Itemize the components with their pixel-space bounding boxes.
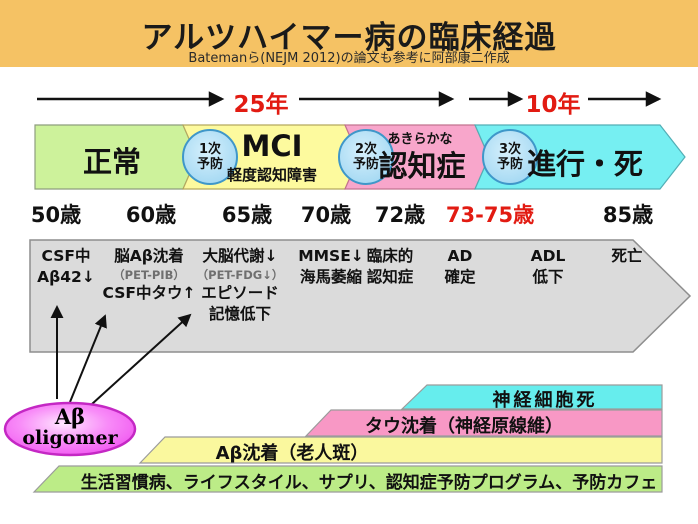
oligomer-arrow-2 <box>69 314 107 403</box>
page-title: アルツハイマー病の臨床経過 <box>141 20 557 56</box>
biomarker-line: 確定 <box>444 268 476 286</box>
biomarker-line: 認知症 <box>366 268 414 286</box>
biomarker-line: CSF中 <box>41 247 91 265</box>
timeline-label-25y: 25年 <box>233 92 289 118</box>
stage-toplabel-dementia: あきらかな <box>387 132 453 147</box>
age-label-85: 85歳 <box>602 203 654 227</box>
bar-abeta-deposition <box>138 436 663 464</box>
stage-label-progression-death: 進行・死 <box>526 147 644 181</box>
biomarker-column-ad-confirmed: AD 確定 <box>444 246 475 288</box>
prevention-label-3-line2: 予防 <box>496 157 524 172</box>
bar-neuronal-death <box>400 384 663 410</box>
biomarker-line: エピソード <box>201 284 279 302</box>
bar-label-lifestyle: 生活習慣病、ライフスタイル、サプリ、認知症予防プログラム、予防カフェ <box>80 473 658 493</box>
timeline-label-10y: 10年 <box>525 92 581 118</box>
biomarker-line: （PET-FDG↓） <box>196 268 284 282</box>
prevention-circle-2 <box>338 129 394 185</box>
age-label-50: 50歳 <box>30 203 82 227</box>
biomarker-column-death: 死亡 <box>611 246 642 267</box>
bar-tau-deposition <box>304 409 663 437</box>
biomarker-column-metabolism: 大脳代謝↓ （PET-FDG↓） エピソード 記憶低下 <box>197 246 284 325</box>
bar-label-abeta-deposition: Aβ沈着（老人斑） <box>215 443 369 464</box>
biomarker-line: 低下 <box>532 268 564 286</box>
biomarker-line: 死亡 <box>611 247 643 265</box>
oligomer-label-line2: oligomer <box>22 427 118 449</box>
stage-label-normal: 正常 <box>82 145 142 179</box>
age-label-73-75: 73-75歳 <box>445 203 535 227</box>
biomarker-arrow-box <box>29 239 692 353</box>
prevention-circle-3 <box>482 129 538 185</box>
biomarker-line: Aβ42↓ <box>37 268 95 286</box>
oligomer-label: Aβ oligomer <box>22 404 118 449</box>
prevention-label-2-line1: 2次 <box>354 142 378 157</box>
biomarker-line: （PET-PIB） <box>113 268 185 282</box>
bar-label-tau-deposition: タウ沈着（神経原線維） <box>365 416 563 437</box>
prevention-label-3-line1: 3次 <box>498 142 522 157</box>
stage-sublabel-mci: 軽度認知障害 <box>226 166 318 184</box>
oligomer-ellipse <box>3 401 137 457</box>
biomarker-column-brain-abeta: 脳Aβ沈着 （PET-PIB） CSF中タウ↑ <box>103 246 196 304</box>
biomarker-line: AD <box>447 247 473 265</box>
biomarker-column-clinical-dementia: 臨床的 認知症 <box>367 246 414 288</box>
stage-label-dementia: 認知症 <box>378 149 466 183</box>
prevention-label-2-line2: 予防 <box>352 157 380 172</box>
age-label-65: 65歳 <box>221 203 273 227</box>
biomarker-column-mmse: MMSE↓ 海馬萎縮 <box>298 246 364 288</box>
bar-label-neuronal-death: 神経細胞死 <box>492 390 598 411</box>
prevention-label-3: 3次 予防 <box>497 142 523 172</box>
prevention-label-1-line2: 予防 <box>196 157 224 172</box>
biomarker-line: CSF中タウ↑ <box>102 284 196 302</box>
prevention-circle-1 <box>182 129 238 185</box>
biomarker-column-csf-ab42: CSF中 Aβ42↓ <box>37 246 95 288</box>
oligomer-arrow-3 <box>91 313 192 405</box>
biomarker-line: 臨床的 <box>366 247 414 265</box>
prevention-label-1-line1: 1次 <box>198 142 222 157</box>
page-subtitle: Batemanら(NEJM 2012)の論文も参考に阿部康二作成 <box>188 51 510 66</box>
age-label-72: 72歳 <box>374 203 426 227</box>
biomarker-line: 脳Aβ沈着 <box>114 247 184 265</box>
prevention-label-2: 2次 予防 <box>353 142 379 172</box>
stage-label-mci: MCI <box>241 129 303 163</box>
oligomer-label-line1: Aβ <box>54 404 86 429</box>
bar-lifestyle <box>32 465 663 493</box>
biomarker-line: 記憶低下 <box>208 305 272 323</box>
prevention-label-1: 1次 予防 <box>197 142 223 172</box>
age-label-70: 70歳 <box>300 203 352 227</box>
biomarker-line: ADL <box>530 247 566 265</box>
age-label-60: 60歳 <box>125 203 177 227</box>
biomarker-column-adl: ADL 低下 <box>531 246 566 288</box>
header-band <box>0 0 698 67</box>
biomarker-line: 海馬萎縮 <box>299 268 362 286</box>
biomarker-line: MMSE↓ <box>298 247 364 265</box>
biomarker-line: 大脳代謝↓ <box>202 247 278 265</box>
